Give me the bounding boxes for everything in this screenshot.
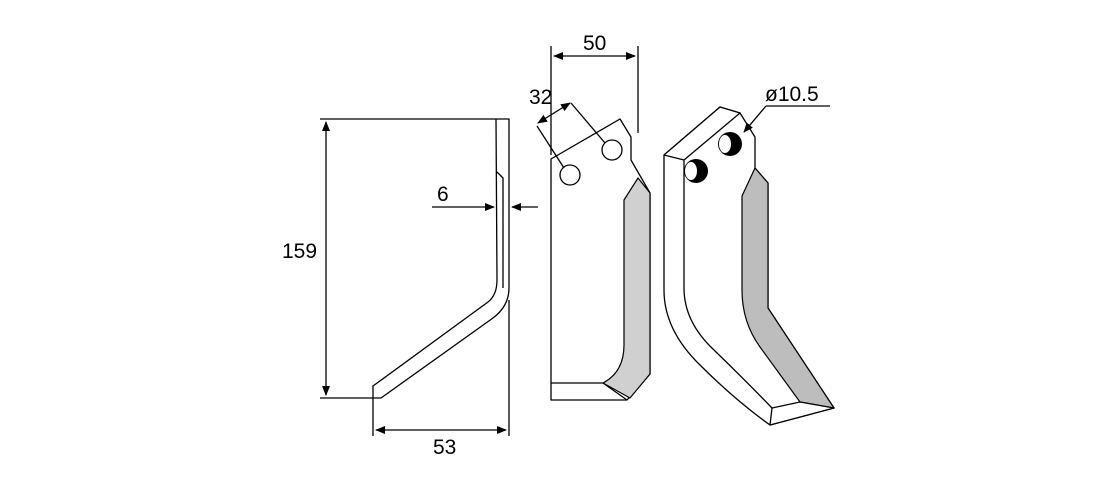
thickness-dimension-label: 6 [437, 183, 449, 206]
isometric-view-bottom-face [769, 401, 835, 426]
isometric-view-inner-contour [683, 160, 773, 409]
isometric-view-hole-lower-highlight [685, 162, 697, 180]
isometric-view-bevel [741, 167, 835, 409]
isometric-view: ø10.5 [663, 83, 835, 426]
front-view-hole-upper [601, 139, 623, 161]
spacing32-extension-upper [570, 102, 606, 144]
spacing32-dimension-line [537, 102, 571, 124]
spacing32-extension-lower [536, 125, 565, 169]
front-view-bottom-band [551, 382, 628, 401]
height-dimension-label: 159 [282, 240, 317, 263]
isometric-view-hole-upper-highlight [719, 135, 731, 153]
width-dimension-label: 53 [433, 436, 456, 459]
side-view-inner-edge [496, 171, 504, 288]
diameter-leader-diagonal [743, 105, 767, 133]
isometric-view-top-face [663, 106, 741, 161]
front-view: 50 32 [529, 32, 651, 401]
spacing50-dimension-label: 50 [583, 32, 606, 55]
front-view-bevel [602, 177, 651, 399]
diameter-dimension-label: ø10.5 [765, 83, 819, 106]
side-view: 159 6 53 [282, 118, 538, 459]
spacing32-dimension-label: 32 [529, 86, 552, 109]
front-view-hole-lower [559, 164, 581, 186]
side-view-blade-profile [372, 118, 510, 399]
